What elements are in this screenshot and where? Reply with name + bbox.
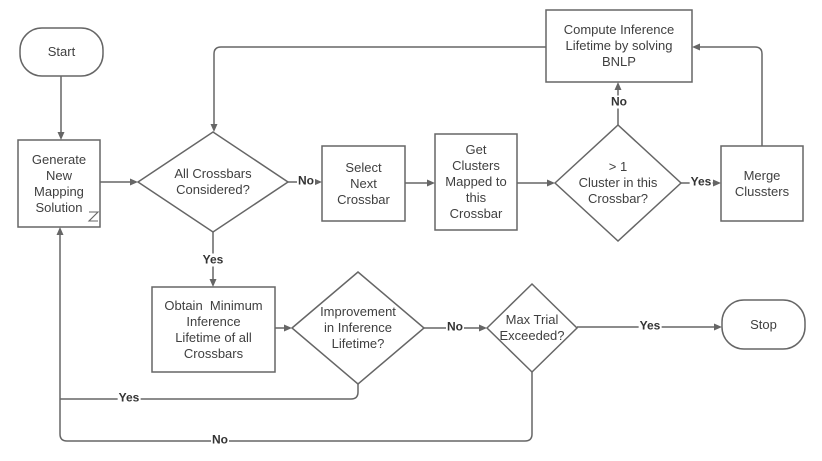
node-select-next-crossbar-shape — [321, 145, 406, 222]
node-improvement-decision-shape — [290, 271, 426, 385]
edge-label-allcrossbars-no: No — [297, 173, 315, 188]
edge-label-gt1-yes: Yes — [689, 174, 713, 189]
edge-getclusters-gt1cluster — [517, 179, 555, 187]
edge-label-improvement-no: No — [446, 319, 464, 334]
edge-merge-compute — [692, 43, 763, 146]
edge-select-getclusters — [405, 179, 435, 187]
node-gt1-cluster-decision-shape — [553, 123, 683, 243]
node-obtain-minimum-shape — [151, 286, 276, 373]
node-start-shape — [19, 27, 104, 77]
edge-label-maxtrial-yes: Yes — [638, 318, 662, 333]
node-compute-inference-shape — [545, 9, 693, 83]
edge-start-generate — [57, 76, 65, 140]
node-get-clusters-shape — [434, 133, 518, 231]
edge-label-maxtrial-no: No — [211, 432, 229, 447]
edge-generate-allcrossbars — [100, 178, 138, 186]
edge-label-allcrossbars-yes: Yes — [201, 252, 225, 267]
edge-compute-allcrossbars — [210, 46, 546, 132]
node-stop-shape — [721, 299, 806, 350]
edge-obtain-improvement — [275, 324, 292, 332]
corner-hatch-icon — [87, 211, 100, 222]
edge-maxtrial-generate-no — [56, 227, 533, 442]
edge-label-gt1-no: No — [610, 94, 628, 109]
node-max-trial-decision-shape — [485, 282, 579, 374]
edge-label-improvement-yes: Yes — [117, 390, 141, 405]
node-merge-clusters-shape — [720, 145, 804, 222]
node-all-crossbars-decision-shape — [136, 131, 290, 233]
node-generate-mapping-shape — [17, 139, 101, 228]
edge-improvement-generate-yes — [60, 384, 359, 400]
